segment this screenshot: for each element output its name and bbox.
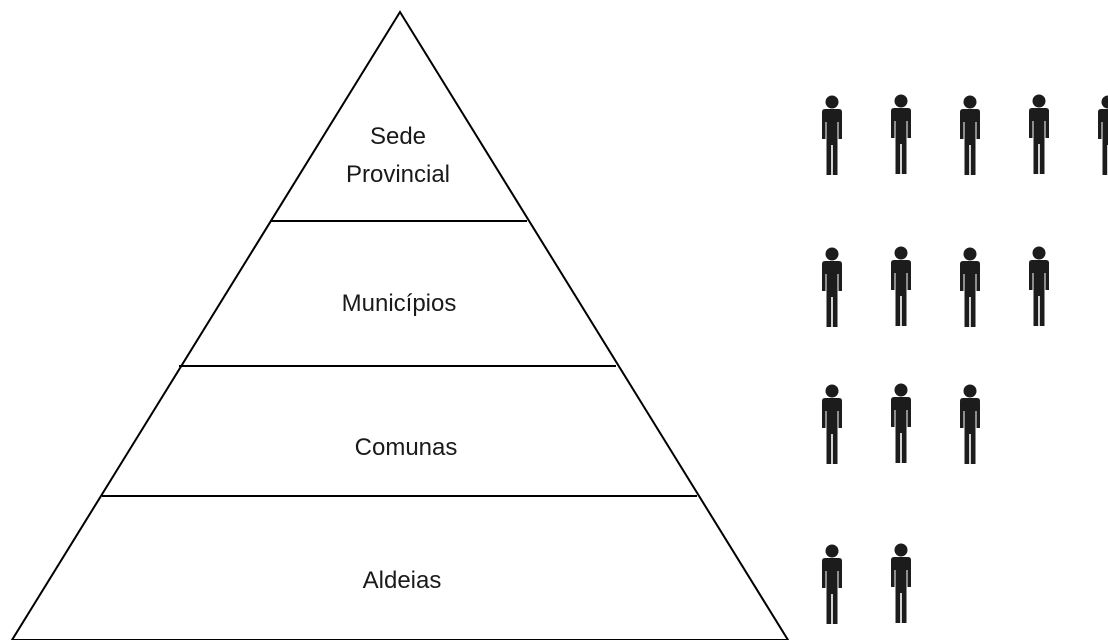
people-row-sede-provincial bbox=[822, 94, 1108, 175]
people-row-municipios bbox=[822, 246, 1049, 327]
person-icon bbox=[891, 94, 911, 174]
pyramid-outline bbox=[10, 10, 790, 640]
person-icon bbox=[1029, 94, 1049, 174]
person-icon bbox=[822, 95, 842, 175]
person-icon bbox=[1098, 95, 1108, 175]
person-icon bbox=[891, 383, 911, 463]
level-municipios: Municípios bbox=[342, 290, 457, 317]
person-icon bbox=[960, 95, 980, 175]
people-row-comunas bbox=[822, 383, 980, 464]
person-icon bbox=[822, 544, 842, 624]
level-sede-provincial: Sede Provincial bbox=[346, 123, 450, 188]
people-row-aldeias bbox=[822, 543, 911, 624]
level-label-line: Provincial bbox=[346, 161, 450, 188]
level-label: Aldeias bbox=[363, 567, 442, 594]
level-comunas: Comunas bbox=[355, 434, 458, 461]
person-icon bbox=[891, 246, 911, 326]
person-icon bbox=[822, 384, 842, 464]
person-icon bbox=[960, 247, 980, 327]
person-icon bbox=[1029, 246, 1049, 326]
person-icon bbox=[891, 543, 911, 623]
people-rows bbox=[822, 94, 1108, 624]
person-icon bbox=[822, 247, 842, 327]
level-label: Municípios bbox=[342, 290, 457, 317]
person-icon bbox=[960, 384, 980, 464]
level-aldeias: Aldeias bbox=[363, 567, 442, 594]
level-label-line: Sede bbox=[370, 123, 426, 150]
level-label: Comunas bbox=[355, 434, 458, 461]
